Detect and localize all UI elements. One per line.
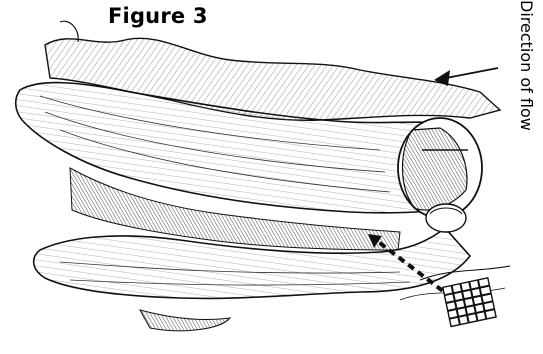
arrow-left-icon — [434, 68, 498, 86]
mesh-grid-icon — [443, 278, 496, 327]
tube-opening — [398, 118, 482, 218]
inner-tube-end — [426, 204, 466, 232]
flow-direction-label: Direction of flow — [511, 0, 541, 160]
figure-title: Figure 3 — [108, 4, 208, 28]
